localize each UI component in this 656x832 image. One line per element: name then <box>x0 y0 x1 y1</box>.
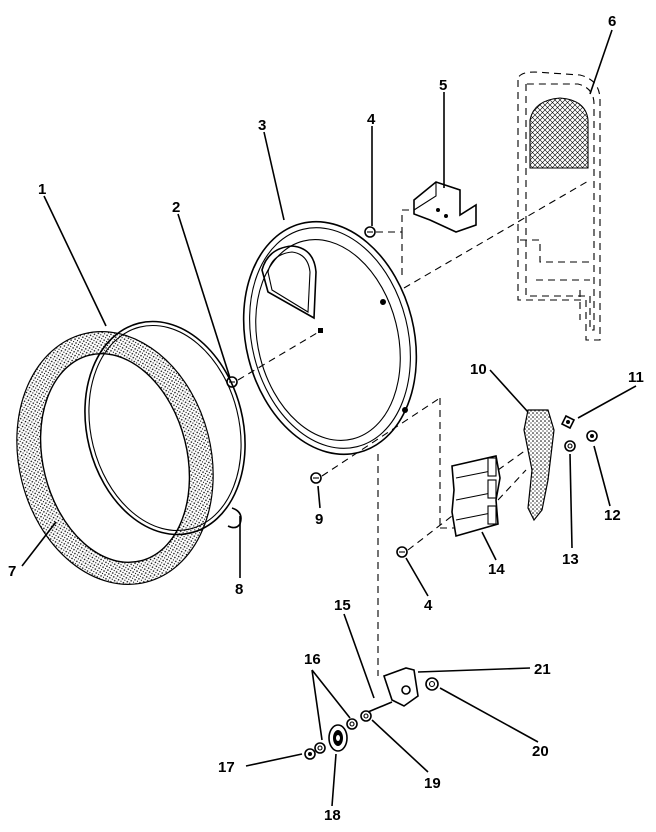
label-part-4-bottom: 4 <box>424 597 433 614</box>
label-part-6: 6 <box>608 13 616 30</box>
part-12-bolt <box>586 430 598 442</box>
part-9-screw <box>310 472 322 484</box>
label-part-12: 12 <box>604 507 621 524</box>
label-part-13: 13 <box>562 551 579 568</box>
part-7-trim-ring <box>16 331 214 585</box>
part-19-washer <box>360 710 372 722</box>
label-part-21: 21 <box>534 661 551 678</box>
part-4-screw-top <box>364 226 376 238</box>
label-part-10: 10 <box>470 361 487 378</box>
label-part-5: 5 <box>439 77 447 94</box>
part-5-bracket <box>413 181 477 233</box>
label-part-18: 18 <box>324 807 341 824</box>
part-10-hinge-plate <box>523 409 555 522</box>
label-part-4-top: 4 <box>367 111 376 128</box>
leader-lines <box>21 29 637 807</box>
part-13-washer <box>564 440 576 452</box>
part-11-screw <box>560 414 576 430</box>
part-18-roller <box>328 724 348 752</box>
part-16-washers <box>314 718 358 754</box>
part-labels: 1 2 3 4 5 6 7 8 9 10 11 12 13 14 4 15 16… <box>8 13 644 824</box>
part-20-washer <box>425 677 439 691</box>
label-part-9: 9 <box>315 511 323 528</box>
label-part-3: 3 <box>258 117 266 134</box>
part-4-screw-bottom <box>396 546 408 558</box>
label-part-19: 19 <box>424 775 441 792</box>
label-part-14: 14 <box>488 561 505 578</box>
part-15-pin <box>367 701 393 713</box>
part-3-front-panel <box>242 220 418 456</box>
label-part-7: 7 <box>8 563 16 580</box>
part-8-clip <box>227 507 242 529</box>
part-6-rear-panel <box>517 71 601 341</box>
label-part-16: 16 <box>304 651 321 668</box>
part-21-stop-bracket <box>382 667 419 707</box>
part-2-screw <box>226 376 238 388</box>
label-part-11: 11 <box>628 369 644 386</box>
label-part-20: 20 <box>532 743 549 760</box>
part-14-hinge-bracket <box>451 455 501 538</box>
assembly-lines <box>237 179 591 676</box>
label-part-17: 17 <box>218 759 235 776</box>
part-17-nut <box>304 748 316 760</box>
label-part-15: 15 <box>334 597 351 614</box>
label-part-2: 2 <box>172 199 180 216</box>
part-1-door-gasket <box>84 320 246 536</box>
label-part-8: 8 <box>235 581 243 598</box>
label-part-1: 1 <box>38 181 46 198</box>
